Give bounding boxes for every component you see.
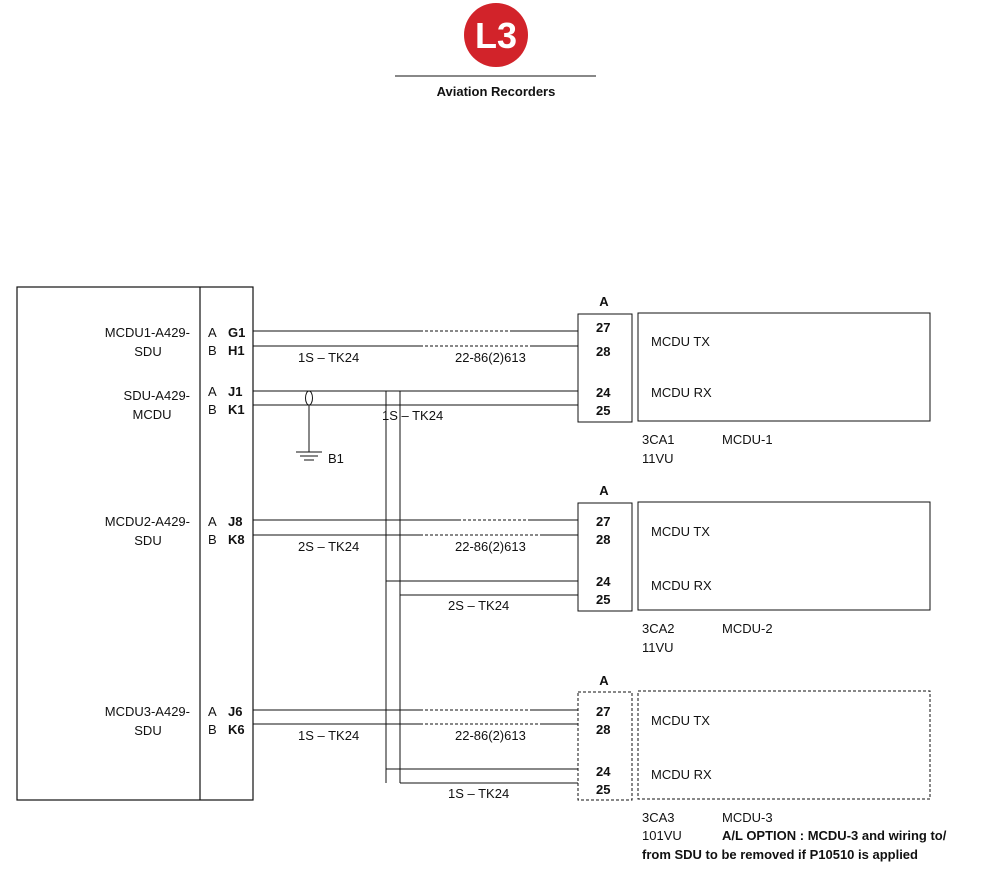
- pin-letter: A: [208, 325, 217, 340]
- sdu-group-label: SDU-A429-: [124, 388, 190, 403]
- mcdu-ref: 3CA3: [642, 810, 675, 825]
- mcdu-box: [637, 501, 931, 611]
- wire-set-mcdu3-tx: [253, 709, 578, 784]
- mcdu-name: MCDU-2: [722, 621, 773, 636]
- sdu-group-label: MCDU1-A429-: [105, 325, 190, 340]
- pin-number: 24: [596, 764, 611, 779]
- pin-id: K6: [228, 722, 245, 737]
- mcdu-vu: 11VU: [642, 640, 674, 655]
- sdu-group-label: MCDU3-A429-: [105, 704, 190, 719]
- mcdu-tx-label: MCDU TX: [651, 334, 710, 349]
- pin-number: 27: [596, 514, 610, 529]
- mcdu-tx-label: MCDU TX: [651, 713, 710, 728]
- mcdu-name: MCDU-3: [722, 810, 773, 825]
- connector-box: [577, 502, 633, 612]
- mcdu-vu: 11VU: [642, 451, 674, 466]
- pin-number: 24: [596, 385, 611, 400]
- wire-set-mcdu1-tx: [253, 330, 578, 347]
- sdu-group-label: MCDU2-A429-: [105, 514, 190, 529]
- header-subtitle: Aviation Recorders: [437, 84, 556, 99]
- mcdu-unit-2: A 27 28 24 25 MCDU TX MCDU RX 3CA2 11VU …: [577, 483, 931, 655]
- mcdu-ref: 3CA2: [642, 621, 675, 636]
- pin-number: 28: [596, 532, 610, 547]
- connector-box: [577, 313, 633, 423]
- pin-id: K8: [228, 532, 245, 547]
- harness-label: 22-86(2)613: [455, 350, 526, 365]
- brand-logo: L3: [464, 3, 528, 67]
- pin-id: J6: [228, 704, 242, 719]
- connector-label: A: [599, 673, 609, 688]
- sdu-group-label: SDU: [134, 344, 161, 359]
- cable-label: 1S – TK24: [298, 350, 359, 365]
- pin-number: 28: [596, 344, 610, 359]
- option-note-line1: A/L OPTION : MCDU-3 and wiring to/: [722, 828, 947, 843]
- pin-letter: B: [208, 532, 217, 547]
- pin-number: 25: [596, 403, 610, 418]
- pin-number: 25: [596, 592, 610, 607]
- mcdu-name: MCDU-1: [722, 432, 773, 447]
- label-backdrop: [384, 408, 402, 422]
- pin-number: 25: [596, 782, 610, 797]
- sdu-group-label: MCDU: [133, 407, 172, 422]
- wire-set-mcdu2-tx: [253, 519, 578, 596]
- shield-mark: [305, 390, 313, 406]
- cable-label: 2S – TK24: [448, 598, 509, 613]
- mcdu-rx-label: MCDU RX: [651, 578, 712, 593]
- pin-number: 24: [596, 574, 611, 589]
- pin-id: J1: [228, 384, 242, 399]
- cable-label: 1S – TK24: [382, 408, 443, 423]
- pin-letter: B: [208, 402, 217, 417]
- mcdu-tx-label: MCDU TX: [651, 524, 710, 539]
- logo-circle: [464, 3, 528, 67]
- mcdu-rx-label: MCDU RX: [651, 767, 712, 782]
- connector-label: A: [599, 483, 609, 498]
- pin-number: 27: [596, 320, 610, 335]
- connector-box: [577, 691, 633, 801]
- mcdu-box: [637, 690, 931, 800]
- mcdu-rx-label: MCDU RX: [651, 385, 712, 400]
- pin-number: 28: [596, 722, 610, 737]
- mcdu-ref: 3CA1: [642, 432, 675, 447]
- pin-id: G1: [228, 325, 245, 340]
- mcdu-unit-1: A 27 28 24 25 MCDU TX MCDU RX 3CA1 11VU …: [577, 294, 931, 466]
- mcdu-vu: 101VU: [642, 828, 682, 843]
- cable-label: 2S – TK24: [298, 539, 359, 554]
- sdu-group-label: SDU: [134, 723, 161, 738]
- ground-label: B1: [328, 451, 344, 466]
- pin-id: K1: [228, 402, 245, 417]
- logo-text: L3: [475, 15, 517, 56]
- pin-letter: B: [208, 722, 217, 737]
- cable-label: 1S – TK24: [448, 786, 509, 801]
- pin-letter: A: [208, 704, 217, 719]
- harness-label: 22-86(2)613: [455, 539, 526, 554]
- pin-letter: A: [208, 514, 217, 529]
- mcdu-unit-3: A 27 28 24 25 MCDU TX MCDU RX 3CA3 101VU…: [577, 673, 931, 843]
- pin-number: 27: [596, 704, 610, 719]
- pin-letter: A: [208, 384, 217, 399]
- pin-id: J8: [228, 514, 242, 529]
- pin-id: H1: [228, 343, 245, 358]
- option-note-line2: from SDU to be removed if P10510 is appl…: [642, 847, 918, 862]
- harness-label: 22-86(2)613: [455, 728, 526, 743]
- wire-set-rx-bus: [253, 390, 578, 783]
- sdu-group-label: SDU: [134, 533, 161, 548]
- sdu-box: [16, 286, 254, 801]
- mcdu-box: [637, 312, 931, 422]
- cable-label: 1S – TK24: [298, 728, 359, 743]
- pin-letter: B: [208, 343, 217, 358]
- connector-label: A: [599, 294, 609, 309]
